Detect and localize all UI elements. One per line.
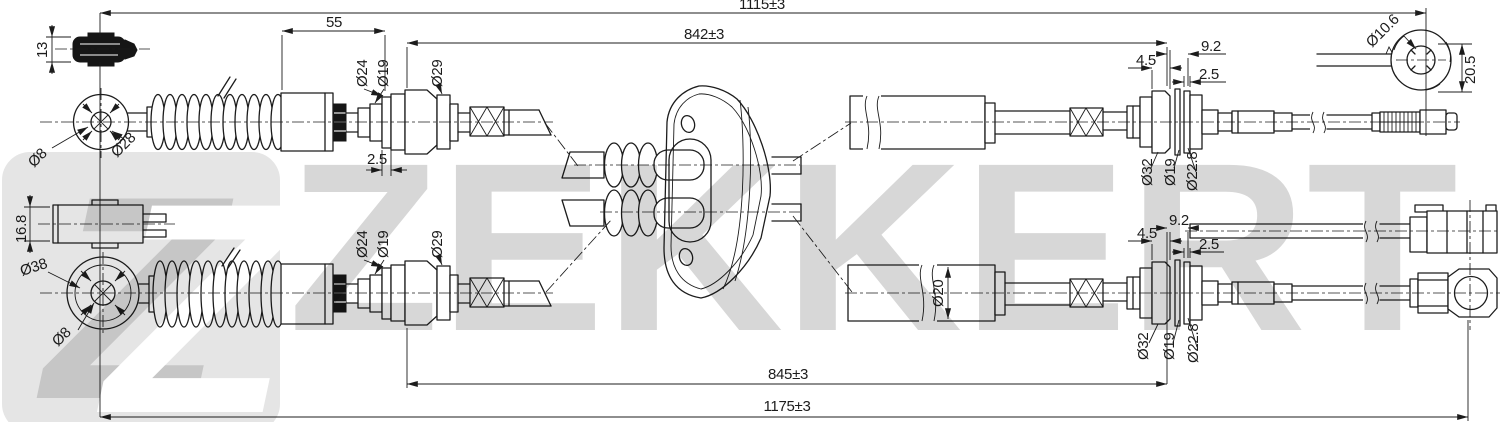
- dim-right-top-9-2: 9.2: [1201, 38, 1221, 55]
- dim-right-bottom-4-5: 4.5: [1137, 225, 1157, 242]
- dia-mid-bottom-24: Ø24: [354, 231, 371, 258]
- brand-watermark-text: ZEKKERT: [288, 113, 1458, 381]
- dim-top-total: 1115±3: [739, 0, 785, 13]
- dia-right-bottom-22-8: Ø22.8: [1185, 324, 1202, 363]
- bracket-outer: [663, 85, 772, 299]
- centerlines: [38, 48, 1500, 336]
- dim-right-top-4-5: 4.5: [1136, 52, 1156, 69]
- dim-top-offset: 55: [326, 14, 342, 31]
- dim-eye-right-height: 20.5: [1462, 56, 1479, 84]
- dia-mid-bottom-29: Ø29: [429, 231, 446, 258]
- bottom-mid-fitting: [280, 260, 552, 326]
- dim-right-top-2-5: 2.5: [1199, 66, 1219, 83]
- dia-mid-top-29: Ø29: [429, 60, 446, 87]
- dim-bottom-total: 1175±3: [763, 398, 810, 415]
- dia-right-bottom-32: Ø32: [1135, 333, 1152, 360]
- watermark-layer: Z Z ZEKKERT: [2, 113, 1458, 422]
- zekkert-logo-tile: Z Z: [2, 137, 329, 422]
- dia-mid-bottom-19: Ø19: [375, 231, 392, 258]
- dim-mid-top-step: 2.5: [367, 151, 387, 168]
- bottom-outer-sheath: [847, 263, 996, 323]
- dim-left-top-height: 13: [34, 42, 51, 58]
- logo-tile-background: [2, 152, 280, 422]
- dia-right-top-19: Ø19: [1162, 159, 1179, 186]
- dia-right-top-32: Ø32: [1139, 159, 1156, 186]
- dia-mid-top-19: Ø19: [375, 60, 392, 87]
- dia-right-top-22-8: Ø22.8: [1184, 152, 1201, 191]
- dim-right-bottom-9-2: 9.2: [1169, 212, 1189, 229]
- dim-right-bottom-2-5: 2.5: [1199, 236, 1219, 253]
- top-outer-sheath: [849, 94, 986, 151]
- dia-mid-top-24: Ø24: [354, 60, 371, 87]
- dia-right-bottom-19: Ø19: [1161, 333, 1178, 360]
- dim-bottom-span: 845±3: [768, 366, 808, 383]
- dim-top-span: 842±3: [684, 26, 724, 43]
- dia-sheath-bottom: Ø20: [930, 280, 947, 307]
- top-left-end-fitting-side-view: [72, 32, 138, 67]
- bracket-inner: [670, 93, 762, 290]
